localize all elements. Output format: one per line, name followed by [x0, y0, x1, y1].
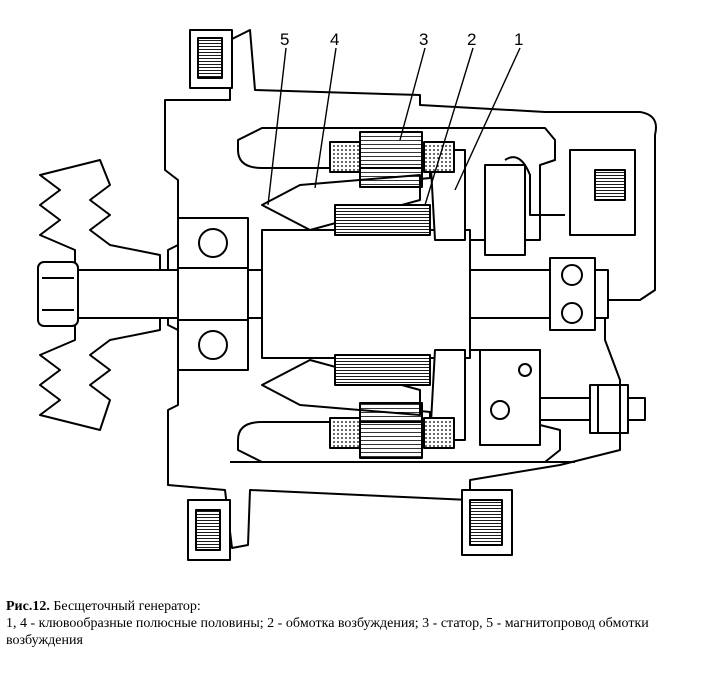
- front-bearing-bottom: [177, 319, 249, 371]
- callout-4: 4: [330, 30, 339, 49]
- figure-number: Рис.12.: [6, 599, 50, 614]
- output-terminal-nut: [589, 384, 629, 434]
- callout-5: 5: [280, 30, 289, 49]
- rotor-core: [261, 229, 471, 359]
- regulator-wiring: [504, 156, 565, 216]
- mounting-ear-top-bushing: [197, 37, 223, 79]
- rear-bearing: [549, 257, 596, 331]
- leader-lines: [267, 47, 521, 206]
- callout-1: 1: [514, 30, 523, 49]
- stator-coil-top-left: [329, 141, 361, 173]
- callout-3: 3: [419, 30, 428, 49]
- shaft-nut: [37, 261, 79, 327]
- mounting-ear-rear-bushing: [469, 499, 503, 546]
- field-winding-bottom: [334, 354, 431, 386]
- mounting-ear-bottom-bushing: [195, 509, 221, 551]
- figure-title: Бесщеточный генератор:: [53, 599, 201, 614]
- figure-caption: Рис.12. Бесщеточный генератор: 1, 4 - кл…: [6, 598, 722, 649]
- stator-bottom: [359, 402, 423, 459]
- stator-coil-bottom-right: [423, 417, 455, 449]
- bearing-spacer: [177, 267, 249, 321]
- stator-coil-bottom-left: [329, 417, 361, 449]
- caption-title-line: Рис.12. Бесщеточный генератор:: [6, 598, 722, 615]
- rectifier-lower: [479, 349, 541, 446]
- field-winding-top: [334, 204, 431, 236]
- alternator-cross-section-diagram: 5 4 3 2 1: [37, 29, 657, 561]
- callout-2: 2: [467, 30, 476, 49]
- front-bearing-top: [177, 217, 249, 269]
- front-housing: [164, 29, 657, 549]
- rectifier-bracket: [484, 164, 526, 256]
- stator-top: [359, 131, 423, 188]
- figure-legend: 1, 4 - клювообразные полюсные половины; …: [6, 616, 649, 648]
